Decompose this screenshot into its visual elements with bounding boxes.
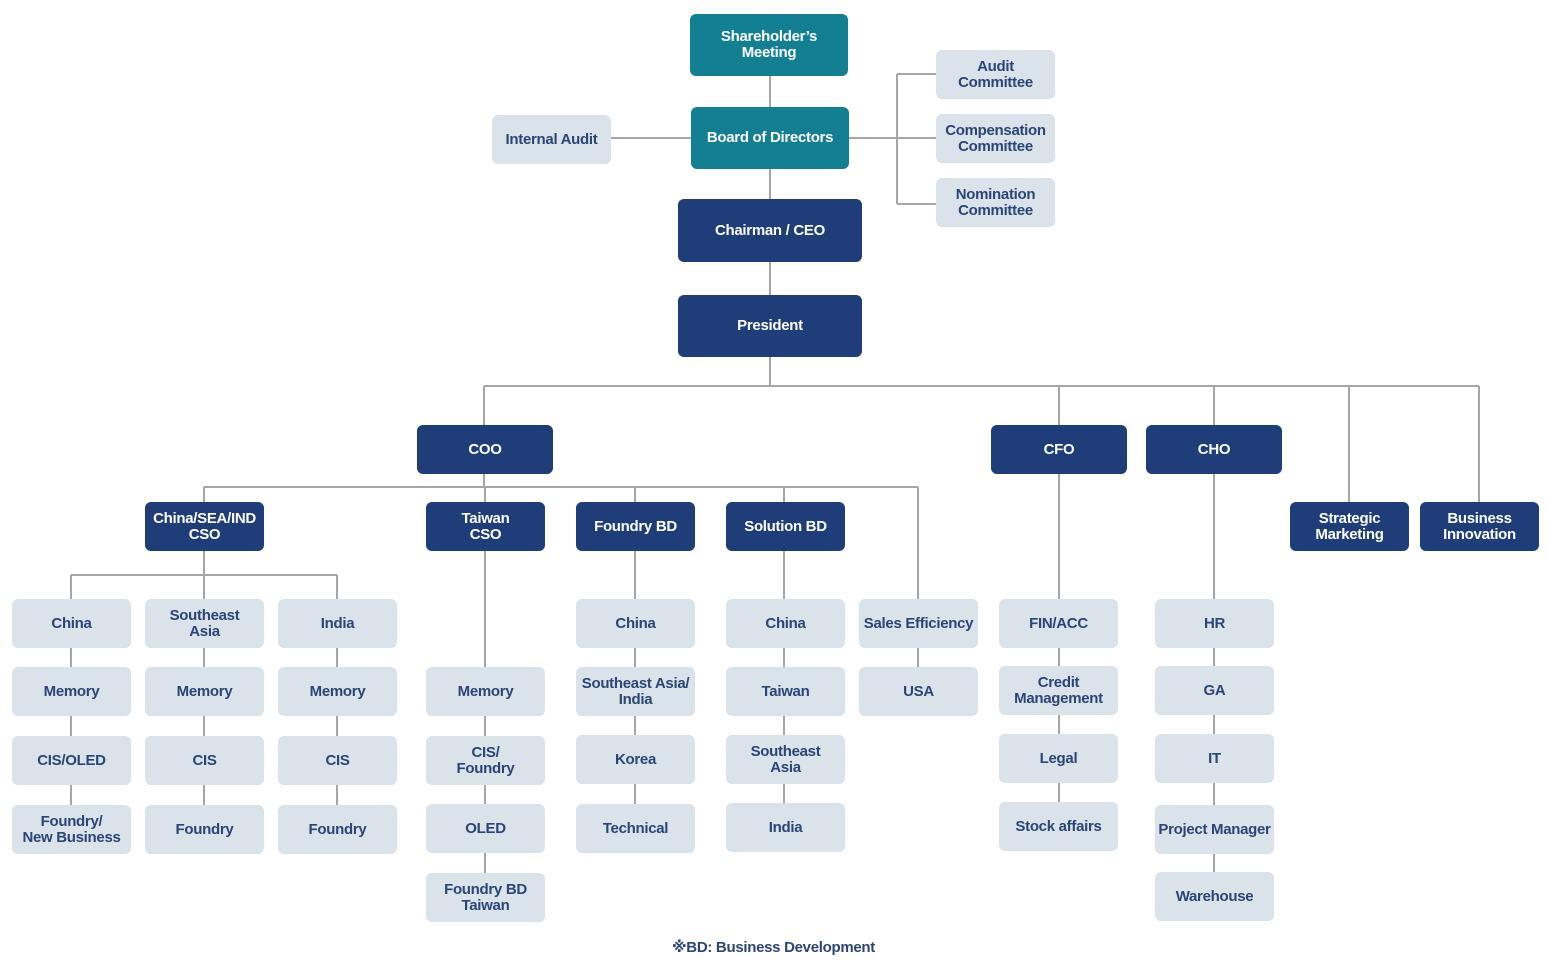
foundry-bd-korea-box: Korea (576, 735, 695, 784)
president-box: President (678, 295, 862, 357)
sales-efficiency-box: Sales Efficiency (859, 599, 978, 648)
taiwan-cis-foundry-box: CIS/ Foundry (426, 736, 545, 785)
nomination-committee-box: Nomination Committee (936, 178, 1055, 227)
solution-bd-box: Solution BD (726, 502, 845, 551)
board-of-directors-box: Board of Directors (691, 107, 849, 169)
chairman-ceo-box: Chairman / CEO (678, 199, 862, 262)
foundry-bd-sea-india-box: Southeast Asia/ India (576, 667, 695, 716)
southeast-asia-region-box: Southeast Asia (145, 599, 264, 648)
foundry-bd-technical-box: Technical (576, 804, 695, 853)
india-foundry-box: Foundry (278, 805, 397, 854)
india-memory-box: Memory (278, 667, 397, 716)
southeast-asia-cis-box: CIS (145, 736, 264, 785)
taiwan-foundry-bd-box: Foundry BD Taiwan (426, 873, 545, 922)
cho-it-box: IT (1155, 734, 1274, 783)
china-sea-ind-cso-box: China/SEA/IND CSO (145, 502, 264, 551)
cho-project-manager-box: Project Manager (1155, 805, 1274, 854)
solution-bd-southeast-asia-box: Southeast Asia (726, 735, 845, 784)
india-cis-box: CIS (278, 736, 397, 785)
cho-ga-box: GA (1155, 666, 1274, 715)
solution-bd-india-box: India (726, 803, 845, 852)
sales-efficiency-usa-box: USA (859, 667, 978, 716)
solution-bd-taiwan-box: Taiwan (726, 667, 845, 716)
audit-committee-box: Audit Committee (936, 50, 1055, 99)
southeast-asia-memory-box: Memory (145, 667, 264, 716)
cfo-legal-box: Legal (999, 734, 1118, 783)
taiwan-cso-box: Taiwan CSO (426, 502, 545, 551)
taiwan-memory-box: Memory (426, 667, 545, 716)
business-innovation-box: Business Innovation (1420, 502, 1539, 551)
strategic-marketing-box: Strategic Marketing (1290, 502, 1409, 551)
india-region-box: India (278, 599, 397, 648)
china-region-box: China (12, 599, 131, 648)
china-cis-oled-box: CIS/OLED (12, 736, 131, 785)
cho-box: CHO (1146, 425, 1282, 474)
cho-hr-box: HR (1155, 599, 1274, 648)
footnote: ※BD: Business Development (672, 939, 875, 956)
china-memory-box: Memory (12, 667, 131, 716)
internal-audit-box: Internal Audit (492, 115, 611, 164)
taiwan-oled-box: OLED (426, 804, 545, 853)
cfo-stock-affairs-box: Stock affairs (999, 802, 1118, 851)
cfo-fin-acc-box: FIN/ACC (999, 599, 1118, 648)
shareholders-meeting-box: Shareholder’s Meeting (690, 14, 848, 76)
cho-warehouse-box: Warehouse (1155, 872, 1274, 921)
coo-box: COO (417, 425, 553, 474)
china-foundry-new-business-box: Foundry/ New Business (12, 805, 131, 854)
cfo-credit-management-box: Credit Management (999, 666, 1118, 715)
cfo-box: CFO (991, 425, 1127, 474)
foundry-bd-box: Foundry BD (576, 502, 695, 551)
solution-bd-china-box: China (726, 599, 845, 648)
southeast-asia-foundry-box: Foundry (145, 805, 264, 854)
compensation-committee-box: Compensation Committee (936, 114, 1055, 163)
foundry-bd-china-box: China (576, 599, 695, 648)
